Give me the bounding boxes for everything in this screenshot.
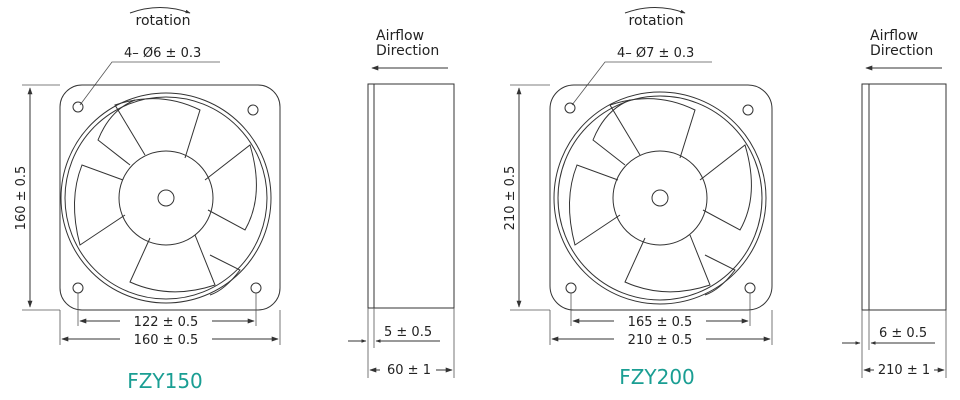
model-name: FZY150 [127, 369, 203, 393]
side-body [861, 83, 947, 311]
model-name: FZY200 [619, 365, 695, 389]
venturi-inner [64, 96, 268, 300]
mounting-hole-icon [744, 282, 756, 294]
rotation-indicator: rotation [624, 7, 686, 29]
motor-hub [612, 150, 708, 246]
fan-fzy200: rotation 4– Ø7 ± 0.3 [503, 7, 947, 389]
side-view: Airflow Direction 6 ± 0.5 210 ± 1 [842, 28, 947, 378]
rotation-arrow-icon [129, 7, 191, 14]
height-dimension: 160 ± 0.5 [14, 84, 60, 311]
depth-dim-label: 210 ± 1 [878, 363, 930, 378]
venturi-outer [553, 91, 767, 305]
hole-spacing-dim-label: 165 ± 0.5 [628, 315, 693, 330]
width-dimension: 160 ± 0.5 [59, 310, 281, 348]
holes-leader-line [571, 61, 712, 106]
airflow-label-line1: Airflow [870, 28, 918, 44]
airflow-label-line2: Direction [870, 43, 933, 59]
holes-label: 4– Ø6 ± 0.3 [124, 46, 201, 61]
blade [114, 98, 201, 159]
hole-spacing-dimension: 165 ± 0.5 [570, 293, 751, 330]
blade [209, 254, 241, 296]
rotation-label: rotation [136, 13, 191, 29]
mounting-hole-icon [72, 282, 84, 294]
width-dimension: 210 ± 0.5 [549, 310, 773, 348]
height-dim-label: 210 ± 0.5 [503, 166, 518, 231]
blade [609, 98, 696, 159]
mounting-hole-icon [565, 282, 577, 294]
front-view [549, 84, 773, 311]
rotation-label: rotation [629, 13, 684, 29]
blade [704, 254, 736, 296]
flange-dim-label: 5 ± 0.5 [384, 325, 432, 340]
front-view [59, 84, 281, 311]
shaft-icon [157, 189, 175, 207]
venturi-outer [60, 92, 272, 304]
impeller-blades [569, 98, 752, 296]
mounting-hole-icon [564, 102, 576, 114]
blade [97, 99, 136, 166]
rotation-indicator: rotation [129, 7, 191, 29]
width-dim-label: 160 ± 0.5 [134, 333, 199, 348]
blade [129, 234, 216, 293]
hole-spacing-dim-label: 122 ± 0.5 [134, 315, 199, 330]
side-body [367, 83, 455, 309]
height-dim-label: 160 ± 0.5 [14, 166, 29, 231]
side-view: Airflow Direction 5 ± 0.5 60 ± 1 [348, 28, 455, 378]
height-dimension: 210 ± 0.5 [503, 84, 550, 311]
blade [699, 144, 752, 231]
mounting-hole-icon [742, 104, 754, 116]
width-dim-label: 210 ± 0.5 [628, 333, 693, 348]
holes-label: 4– Ø7 ± 0.3 [617, 46, 694, 61]
blade [592, 99, 631, 166]
fan-fzy150: rotation 4– Ø6 ± 0.3 [14, 7, 455, 393]
hole-spacing-dimension: 122 ± 0.5 [77, 293, 257, 330]
depth-dim-label: 60 ± 1 [387, 363, 431, 378]
mounting-hole-icon [250, 282, 262, 294]
mounting-hole-icon [72, 101, 84, 113]
mounting-hole-icon [247, 104, 259, 116]
venturi-inner [557, 95, 763, 301]
shaft-icon [651, 189, 669, 207]
airflow-label-line1: Airflow [376, 28, 424, 44]
blade [204, 144, 257, 231]
blade [569, 164, 621, 246]
airflow-label-line2: Direction [376, 43, 439, 59]
flange-dim-label: 6 ± 0.5 [879, 326, 927, 341]
motor-hub [118, 150, 214, 246]
blade [74, 164, 126, 246]
frame-outline [59, 84, 281, 311]
blade [624, 234, 711, 293]
frame-outline [549, 84, 773, 311]
rotation-arrow-icon [624, 7, 686, 14]
impeller-blades [74, 98, 257, 296]
holes-leader-line [79, 61, 220, 106]
